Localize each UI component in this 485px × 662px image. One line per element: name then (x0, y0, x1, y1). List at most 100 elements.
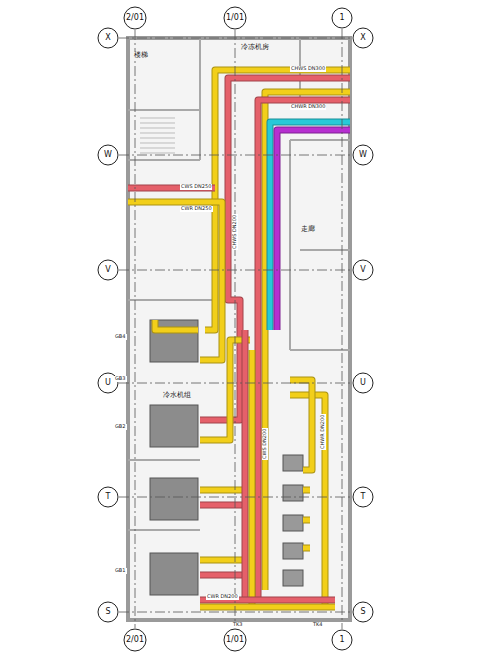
pipe (265, 92, 350, 590)
pipe (290, 395, 325, 607)
grid-bubble: 1 (331, 7, 353, 29)
pipe-tag: CWR DN250 (180, 206, 213, 212)
stair-tread (140, 143, 175, 144)
partition-wall (128, 159, 200, 161)
pipe (270, 122, 350, 330)
bubble-circle (124, 7, 146, 29)
partition-wall (128, 459, 200, 461)
pipe-edge (290, 395, 325, 607)
grid-label: V (105, 266, 110, 274)
bubble-circle (98, 260, 118, 280)
stair-tread (140, 118, 175, 119)
pipe-edge (277, 130, 350, 330)
pipe-tag: CHWR DN200 (320, 414, 326, 450)
pipe-edge (303, 487, 310, 494)
grid-label: U (105, 379, 111, 387)
pipe-edge (128, 185, 215, 192)
grid-bubble: S (352, 601, 374, 623)
grid-label: 1 (339, 14, 344, 22)
partition-wall (290, 349, 350, 351)
grid-label: X (105, 34, 110, 42)
pipe-edge (258, 100, 350, 600)
pump (283, 543, 303, 559)
grid-line (119, 270, 352, 271)
pipe-tag: GB4 (114, 334, 127, 340)
pipe-edge (200, 502, 248, 509)
stair-tread (140, 148, 175, 149)
room-name: 走廊 (300, 226, 316, 234)
bubble-circle (224, 629, 246, 651)
pipe-tag: CHWS DN300 (290, 66, 326, 72)
grid-line (119, 497, 352, 498)
pump (283, 515, 303, 531)
pipe-tag: GB1 (114, 568, 127, 574)
grid-line (135, 30, 136, 628)
grid-bubble: T (97, 486, 119, 508)
stair-tread (140, 153, 175, 154)
grid-label: 2/01 (126, 14, 144, 22)
pipe-edge (270, 122, 350, 330)
building-wall (128, 38, 350, 620)
pipe-tag: CWS DN200 (262, 428, 268, 460)
grid-line (119, 612, 352, 613)
grid-bubble: W (97, 144, 119, 166)
grid-line (235, 30, 236, 628)
pipe (258, 100, 350, 600)
bubble-circle (332, 630, 352, 650)
partition-wall (128, 529, 200, 531)
pipe (303, 518, 310, 523)
chiller-unit (150, 553, 198, 595)
pipe-tag: CHWS DN200 (232, 214, 238, 250)
pipe-edge (128, 202, 222, 360)
pipe (155, 320, 198, 330)
pipe-group (128, 70, 350, 607)
grid-label: 1 (339, 636, 344, 644)
bubble-circle (353, 260, 373, 280)
grid-label: W (104, 151, 112, 159)
grid-label: U (360, 379, 366, 387)
pipe (303, 546, 310, 551)
grid-label: V (360, 266, 365, 274)
grid-bubble: 1 (331, 629, 353, 651)
grid-bubble: T (352, 486, 374, 508)
grid-bubble: V (352, 259, 374, 281)
partition-wall (128, 109, 200, 111)
pipe-tag: GB3 (114, 376, 127, 382)
pump (283, 570, 303, 586)
grid-bubble: 2/01 (123, 6, 147, 30)
room-name: 冷水机组 (162, 392, 192, 400)
bubble-circle (353, 28, 373, 48)
bubble-circle (124, 629, 146, 651)
grid-bubble: 1/01 (223, 628, 247, 652)
bubble-circle (98, 28, 118, 48)
grid-bubble: X (352, 27, 374, 49)
pipe-edge (303, 517, 310, 524)
pipe-edge (249, 350, 256, 605)
grid-bubble: 2/01 (123, 628, 147, 652)
pipe (243, 330, 248, 600)
pipe (303, 488, 310, 493)
stair-tread (140, 128, 175, 129)
pipe-tag: GB2 (114, 424, 127, 430)
grid-line (119, 383, 352, 384)
grid-label: 1/01 (226, 636, 244, 644)
chiller-unit (150, 478, 198, 520)
pipe-edge (200, 604, 335, 611)
bubble-circle (224, 7, 246, 29)
grid-label: T (106, 493, 111, 501)
partition-wall (289, 140, 291, 350)
grid-bubble: U (352, 372, 374, 394)
pipe (277, 130, 350, 330)
pipe-edge (265, 92, 350, 590)
bubble-circle (353, 487, 373, 507)
pipe (290, 380, 312, 470)
room-name: 冷冻机房 (240, 44, 270, 52)
grid-line (342, 29, 343, 629)
partition-wall (199, 38, 201, 160)
partition-wall (290, 139, 350, 141)
pump (283, 485, 303, 501)
pipe (200, 558, 248, 563)
grid-bubble: X (97, 27, 119, 49)
